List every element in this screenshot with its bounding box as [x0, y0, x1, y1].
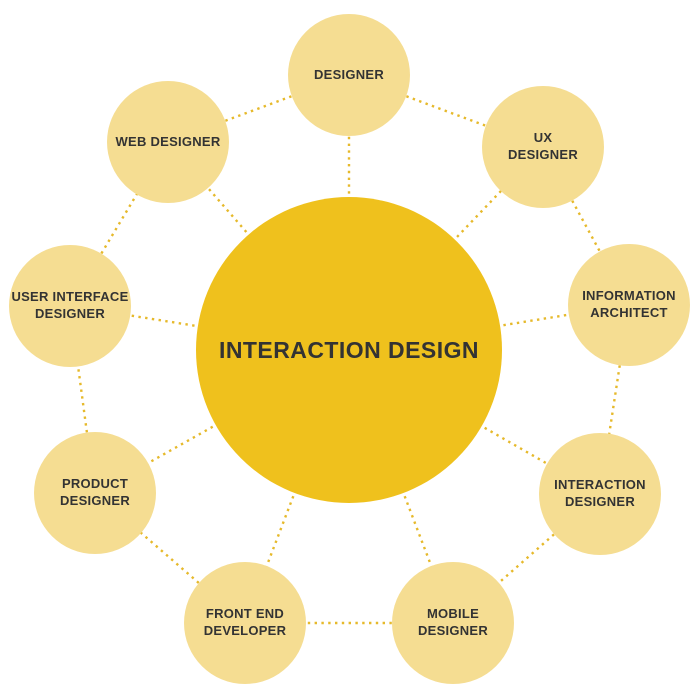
- node-label: PRODUCT DESIGNER: [60, 476, 130, 508]
- node-user-interface-designer: USER INTERFACE DESIGNER: [9, 245, 131, 367]
- node-front-end-developer: FRONT END DEVELOPER: [184, 562, 306, 684]
- node-label: FRONT END DEVELOPER: [203, 606, 287, 638]
- node-information-architect: INFORMATION ARCHITECT: [568, 244, 690, 366]
- center-node-label: INTERACTION DESIGN: [218, 336, 479, 363]
- ring-line: [598, 304, 631, 495]
- node-label: UX DESIGNER: [508, 130, 578, 162]
- ring-line: [167, 73, 350, 144]
- node-product-designer: PRODUCT DESIGNER: [34, 432, 156, 554]
- ring-line: [68, 141, 170, 307]
- node-label: WEB DESIGNER: [115, 133, 221, 149]
- node-label: MOBILE DESIGNER: [418, 606, 488, 638]
- node-ux-designer: UX DESIGNER: [482, 86, 604, 208]
- node-designer: DESIGNER: [288, 14, 410, 136]
- node-label: USER INTERFACE DESIGNER: [11, 289, 129, 321]
- node-label: INFORMATION ARCHITECT: [582, 288, 676, 320]
- center-node-interaction-design: INTERACTION DESIGN: [196, 197, 502, 503]
- node-label: INTERACTION DESIGNER: [554, 477, 646, 509]
- node-label: DESIGNER: [314, 66, 384, 82]
- node-web-designer: WEB DESIGNER: [107, 81, 229, 203]
- node-interaction-designer: INTERACTION DESIGNER: [539, 433, 661, 555]
- node-mobile-designer: MOBILE DESIGNER: [392, 562, 514, 684]
